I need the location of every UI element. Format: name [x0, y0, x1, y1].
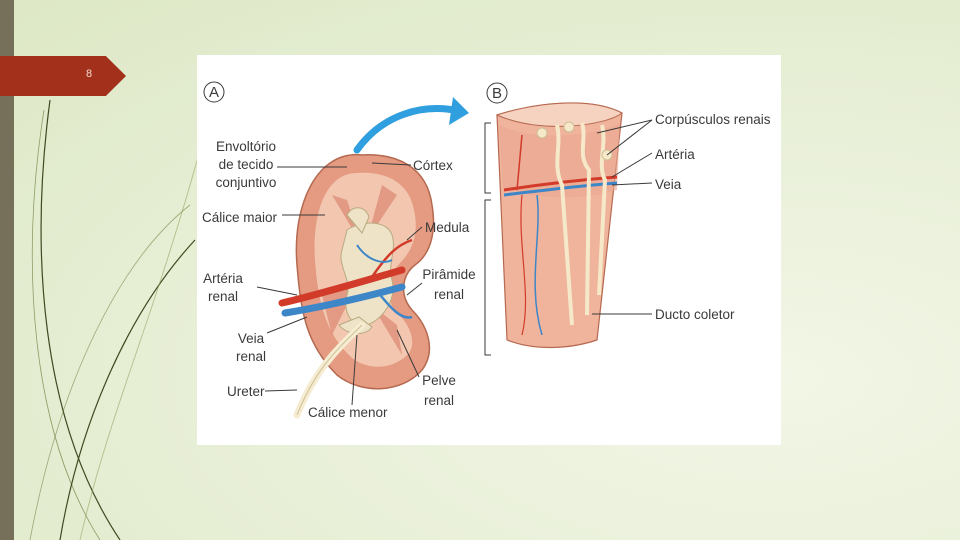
- label-veia: Veia: [655, 177, 682, 192]
- label-veia-renal-2: renal: [236, 349, 266, 364]
- renal-pyramid-illustration: [484, 102, 623, 356]
- panel-letter-b: B: [492, 85, 502, 102]
- label-ducto-coletor: Ducto coletor: [655, 307, 735, 322]
- label-medula: Medula: [425, 220, 470, 235]
- label-cortex: Córtex: [413, 158, 453, 173]
- label-corpusculos-renais: Corpúsculos renais: [655, 112, 771, 127]
- slide-number-tab: [0, 56, 126, 96]
- label-envoltorio-2: de tecido: [219, 157, 274, 172]
- label-ureter: Ureter: [227, 384, 265, 399]
- left-accent-bar: [0, 0, 14, 540]
- kidney-anatomy-figure: A B: [197, 55, 781, 445]
- label-arteria-renal-1: Artéria: [203, 271, 243, 286]
- label-envoltorio-1: Envoltório: [216, 139, 276, 154]
- label-piramide-renal-1: Pirâmide: [422, 267, 475, 282]
- label-pelve-renal-2: renal: [424, 393, 454, 408]
- label-calice-menor: Cálice menor: [308, 405, 388, 420]
- slide-number: 8: [86, 68, 93, 80]
- label-arteria: Artéria: [655, 147, 695, 162]
- curved-arrow-icon: [353, 97, 469, 154]
- label-piramide-renal-2: renal: [434, 287, 464, 302]
- kidney-diagram: A B: [202, 81, 771, 420]
- kidney-illustration: [278, 154, 435, 419]
- label-envoltorio-3: conjuntivo: [216, 175, 277, 190]
- label-arteria-renal-2: renal: [208, 289, 238, 304]
- label-calice-maior: Cálice maior: [202, 210, 278, 225]
- panel-letter-a: A: [209, 84, 219, 101]
- label-pelve-renal-1: Pelve: [422, 373, 456, 388]
- label-veia-renal-1: Veia: [238, 331, 265, 346]
